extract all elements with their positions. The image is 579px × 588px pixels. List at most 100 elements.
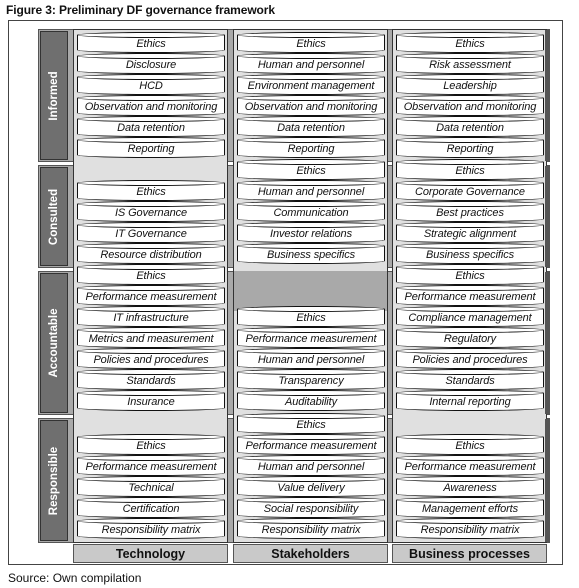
cylinder-top bbox=[77, 455, 225, 461]
cylinder-item: Social responsibility bbox=[237, 497, 385, 518]
cylinder-label: Ethics bbox=[455, 270, 485, 282]
cylinder-item: Strategic alignment bbox=[396, 222, 544, 243]
cylinder-label: Reporting bbox=[287, 143, 335, 155]
cylinder-item: Ethics bbox=[237, 32, 385, 53]
cylinder-body bbox=[237, 521, 385, 539]
cylinder-top bbox=[237, 476, 385, 482]
cylinder-item: Ethics bbox=[77, 264, 225, 285]
row-label-text: Accountable bbox=[48, 308, 60, 378]
cylinder-top bbox=[396, 285, 544, 291]
cylinder-top bbox=[77, 95, 225, 101]
cylinder-top bbox=[77, 497, 225, 503]
cylinder-label: Risk assessment bbox=[429, 59, 511, 71]
cylinder-item: Insurance bbox=[77, 390, 225, 411]
cylinder-top bbox=[396, 518, 544, 524]
cylinder-item: Performance measurement bbox=[396, 285, 544, 306]
cylinder-top bbox=[237, 180, 385, 186]
cylinder-item: Data retention bbox=[237, 116, 385, 137]
cylinder-label: Business specifics bbox=[266, 249, 356, 261]
cylinder-label: Leadership bbox=[443, 80, 497, 92]
cylinder-label: Ethics bbox=[296, 419, 326, 431]
cylinder-top bbox=[77, 285, 225, 291]
cylinder-top bbox=[77, 222, 225, 228]
cylinder-item: Reporting bbox=[396, 137, 544, 158]
cylinder-label: Business specifics bbox=[425, 249, 515, 261]
figure-title: Figure 3: Preliminary DF governance fram… bbox=[6, 3, 275, 17]
row-edge bbox=[545, 166, 550, 267]
cylinder-item: Ethics bbox=[396, 264, 544, 285]
cylinder-label: IT infrastructure bbox=[113, 312, 189, 324]
cylinder-label: Policies and procedures bbox=[412, 354, 528, 366]
cylinder-top bbox=[396, 497, 544, 503]
cylinder-top bbox=[396, 180, 544, 186]
cylinder-label: Responsibility matrix bbox=[261, 524, 361, 536]
cylinder-item: Best practices bbox=[396, 201, 544, 222]
cylinder-item: Transparency bbox=[237, 369, 385, 390]
cylinder-item: Human and personnel bbox=[237, 455, 385, 476]
cylinder-body bbox=[396, 140, 544, 158]
cylinder-top bbox=[396, 306, 544, 312]
cylinder-item: Management efforts bbox=[396, 497, 544, 518]
cylinder-top bbox=[396, 53, 544, 59]
row-label-text: Responsible bbox=[48, 446, 60, 515]
cylinder-item: Standards bbox=[396, 369, 544, 390]
row-label-accountable: Accountable bbox=[40, 273, 68, 413]
cylinder-top bbox=[396, 95, 544, 101]
cylinder-label: Disclosure bbox=[125, 59, 177, 71]
cylinder-item: Ethics bbox=[237, 159, 385, 180]
cylinder-top bbox=[396, 137, 544, 143]
cylinder-top bbox=[396, 74, 544, 80]
cylinder-item: Communication bbox=[237, 201, 385, 222]
cylinder-label: Observation and monitoring bbox=[84, 101, 218, 113]
cylinder-label: Data retention bbox=[277, 122, 345, 134]
cylinder-label: Management efforts bbox=[421, 503, 519, 515]
cylinder-label: Reporting bbox=[127, 143, 175, 155]
cylinder-label: Ethics bbox=[296, 38, 326, 50]
cylinder-item: IT Governance bbox=[77, 222, 225, 243]
cylinder-item: Ethics bbox=[237, 306, 385, 327]
cylinder-top bbox=[237, 32, 385, 38]
cylinder-item: Ethics bbox=[77, 32, 225, 53]
cylinder-label: Ethics bbox=[136, 270, 166, 282]
cylinder-label: Data retention bbox=[117, 122, 185, 134]
cylinder-body bbox=[77, 140, 225, 158]
cylinder-label: Strategic alignment bbox=[423, 228, 517, 240]
cylinder-label: Performance measurement bbox=[245, 333, 377, 345]
cylinder-label: Transparency bbox=[278, 375, 344, 387]
cylinder-item: Standards bbox=[77, 369, 225, 390]
cylinder-label: Auditability bbox=[285, 396, 337, 408]
cylinder-label: Ethics bbox=[296, 312, 326, 324]
cylinder-item: Value delivery bbox=[237, 476, 385, 497]
cylinder-top bbox=[237, 518, 385, 524]
row-label-consulted: Consulted bbox=[40, 167, 68, 266]
cylinder-label: Internal reporting bbox=[429, 396, 511, 408]
row-label-informed: Informed bbox=[40, 31, 68, 160]
cylinder-item: HCD bbox=[77, 74, 225, 95]
cylinder-item: Environment management bbox=[237, 74, 385, 95]
cylinder-top bbox=[237, 455, 385, 461]
cylinder-top bbox=[396, 455, 544, 461]
cylinder-top bbox=[396, 243, 544, 249]
cylinder-label: Ethics bbox=[136, 440, 166, 452]
cylinder-top bbox=[237, 413, 385, 419]
cylinder-top bbox=[77, 116, 225, 122]
cylinder-top bbox=[237, 201, 385, 207]
cylinder-item: Ethics bbox=[77, 434, 225, 455]
cylinder-item: Performance measurement bbox=[396, 455, 544, 476]
cylinder-label: Human and personnel bbox=[257, 461, 365, 473]
cylinder-label: IT Governance bbox=[115, 228, 187, 240]
row-label-text: Informed bbox=[48, 70, 60, 121]
cylinder-item: IS Governance bbox=[77, 201, 225, 222]
column-label-stakeholders: Stakeholders bbox=[233, 544, 388, 563]
cylinder-item: Policies and procedures bbox=[396, 348, 544, 369]
cylinder-label: Insurance bbox=[127, 396, 175, 408]
cylinder-item: Disclosure bbox=[77, 53, 225, 74]
cylinder-label: Human and personnel bbox=[257, 59, 365, 71]
cylinder-item: Metrics and measurement bbox=[77, 327, 225, 348]
